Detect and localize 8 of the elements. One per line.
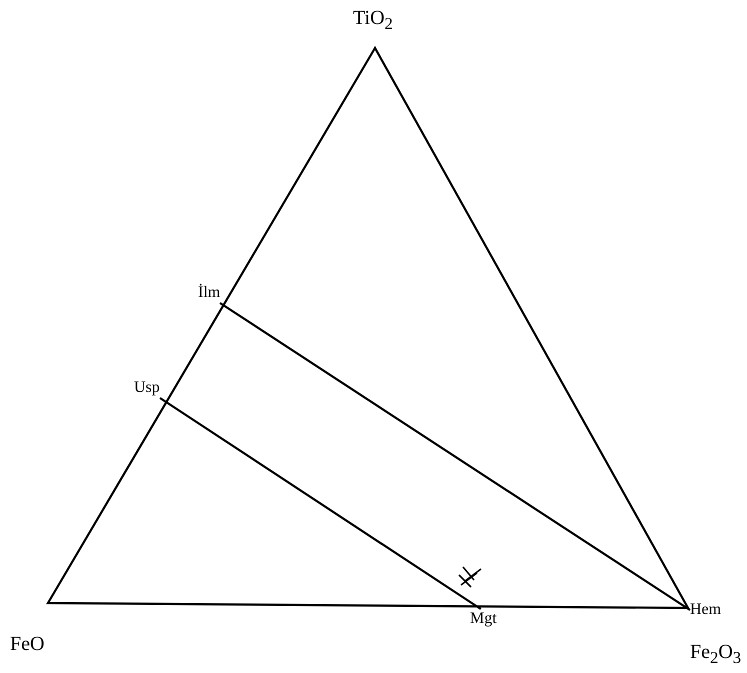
- endmember-label: İlm: [198, 283, 220, 303]
- vertex-label: TiO$_{2}$: [353, 8, 393, 28]
- vertex-label: Fe$_{2}$O$_{3}$: [690, 642, 742, 662]
- endmember-label: Mgt: [470, 609, 497, 629]
- tie-line: [159, 397, 482, 610]
- endmember-label: Hem: [690, 600, 722, 620]
- vertex-label: FeO: [10, 634, 44, 654]
- endmember-label: Usp: [134, 378, 160, 398]
